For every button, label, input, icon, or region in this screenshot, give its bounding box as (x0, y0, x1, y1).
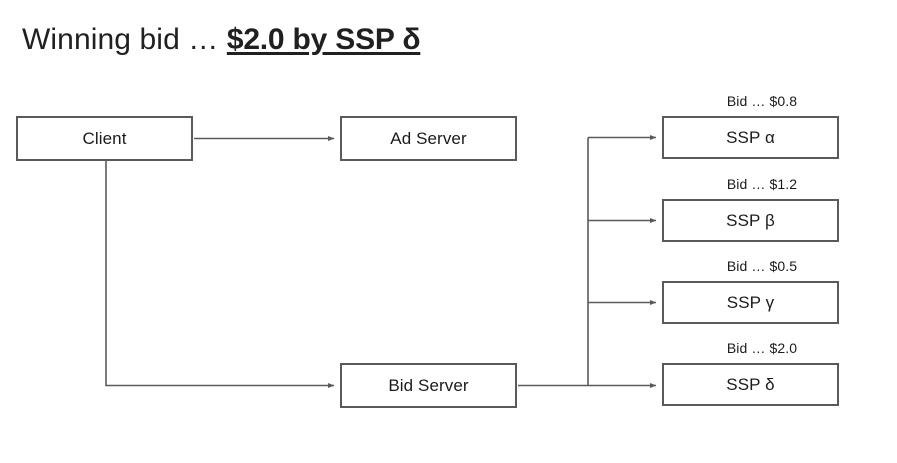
node-ad-server[interactable]: Ad Server (340, 116, 517, 161)
bid-label-ssp-beta: Bid … $1.2 (726, 176, 798, 192)
node-ad-server-label: Ad Server (390, 128, 467, 148)
slide-title-prefix: Winning bid … (22, 23, 227, 56)
edge-client-to-bid-server (105, 161, 335, 389)
node-bid-server[interactable]: Bid Server (340, 363, 517, 408)
node-ssp-alpha[interactable]: SSP α (662, 116, 839, 159)
bid-label-ssp-delta: Bid … $2.0 (726, 340, 798, 356)
bid-label-ssp-alpha: Bid … $0.8 (726, 93, 798, 109)
slide-title-emphasis: $2.0 by SSP δ (226, 23, 421, 56)
bid-label-ssp-gamma: Bid … $0.5 (726, 258, 798, 274)
node-client[interactable]: Client (16, 116, 193, 161)
node-ssp-beta-label: SSP β (726, 210, 775, 230)
node-ssp-delta-label: SSP δ (726, 374, 775, 394)
slide-title: Winning bid … $2.0 by SSP δ (22, 22, 421, 58)
node-ssp-delta[interactable]: SSP δ (662, 363, 839, 406)
node-ssp-alpha-label: SSP α (726, 127, 775, 147)
node-ssp-gamma-label: SSP γ (726, 292, 775, 312)
node-ssp-beta[interactable]: SSP β (662, 199, 839, 242)
node-ssp-gamma[interactable]: SSP γ (662, 281, 839, 324)
node-client-label: Client (82, 128, 127, 148)
node-bid-server-label: Bid Server (388, 375, 469, 395)
